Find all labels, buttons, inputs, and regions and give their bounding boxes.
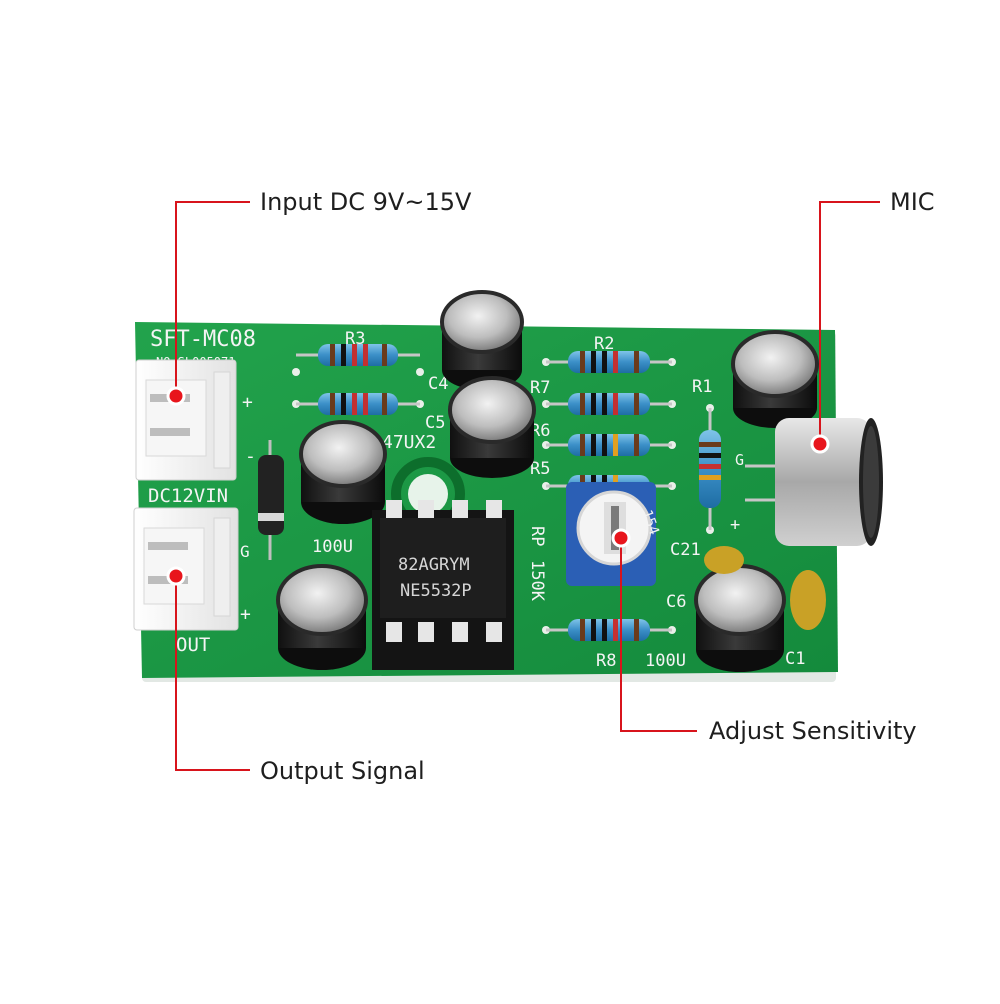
marker-sensitivity-dot <box>611 528 631 548</box>
silk-c1: C1 <box>785 649 805 669</box>
silk-r2: R2 <box>594 334 614 354</box>
callout-line-output <box>175 576 250 771</box>
marker-mic-dot <box>810 434 830 454</box>
marker-input-dot <box>166 386 186 406</box>
callout-line-input <box>175 201 250 396</box>
callout-sensitivity-label: Adjust Sensitivity <box>709 717 917 745</box>
silk-c6: C6 <box>666 592 686 612</box>
diode <box>258 440 284 560</box>
output-connector <box>133 507 239 631</box>
callout-line-sensitivity <box>620 538 697 732</box>
silk-r5: R5 <box>530 459 550 479</box>
callout-input-label: Input DC 9V~15V <box>260 188 472 216</box>
ne5532-chip: 82AGRYM NE5532P <box>372 500 514 670</box>
silk-r6: R6 <box>530 421 550 441</box>
pot-label-line2: 150K <box>527 560 547 602</box>
input-connector-label: DC12VIN <box>148 485 228 507</box>
chip-marking-line2: NE5532P <box>400 581 472 601</box>
callout-output-label: Output Signal <box>260 757 425 785</box>
silk-c4: C4 <box>428 374 448 394</box>
pot-label-line1: RP <box>527 526 547 546</box>
microphone <box>745 418 883 546</box>
chip-marking-line1: 82AGRYM <box>398 555 470 575</box>
callout-mic-label: MIC <box>890 188 935 216</box>
silk-g-mic: G <box>735 451 744 469</box>
marker-output-dot <box>166 566 186 586</box>
callout-line-mic <box>819 201 880 444</box>
silk-47u: 47UX2 <box>382 432 436 453</box>
silk-plus-mic: + <box>730 515 740 535</box>
callout-markers <box>166 386 830 586</box>
silk-r1: R1 <box>692 377 712 397</box>
silk-minus-input: - <box>245 446 256 467</box>
silk-r8: R8 <box>596 651 616 671</box>
silk-r7: R7 <box>530 378 550 398</box>
silk-c5: C5 <box>425 413 445 433</box>
electrolytic-capacitors <box>276 290 819 672</box>
output-connector-label: OUT <box>176 634 210 656</box>
ceramic-capacitors <box>704 546 826 630</box>
callout-lines <box>175 201 880 771</box>
silk-100u-right: 100U <box>645 651 686 671</box>
input-connector <box>135 359 237 481</box>
silk-plus-output: + <box>240 604 251 625</box>
silk-plus-input: + <box>242 392 253 413</box>
solder-pads <box>292 358 714 634</box>
silk-g-output: G <box>240 542 250 561</box>
board-model-label: SFT-MC08 <box>150 327 256 352</box>
silk-100u-left: 100U <box>312 537 353 557</box>
silk-c21: C21 <box>670 540 701 560</box>
